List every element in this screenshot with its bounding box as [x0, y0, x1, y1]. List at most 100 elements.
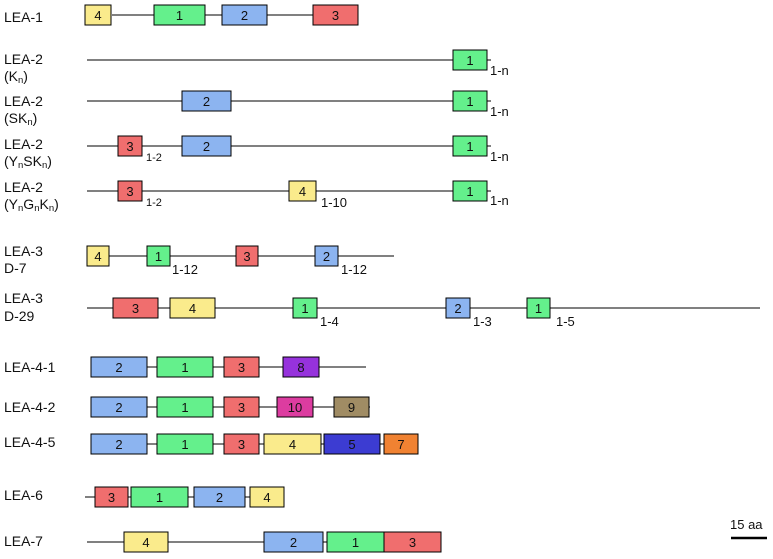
motif-box: [146, 245, 171, 267]
row-label: LEA-4-5: [4, 434, 56, 450]
repeat-annotation: 1-2: [146, 152, 162, 164]
repeat-annotation: 1-10: [321, 195, 347, 210]
repeat-annotation: 1-2: [146, 197, 162, 209]
motif-number: 8: [297, 360, 304, 375]
motif-number: 3: [108, 490, 115, 505]
motif-3: 3: [94, 486, 129, 508]
motif-box: [223, 356, 260, 378]
motif-8: 8: [282, 356, 320, 378]
motif-4: 4: [86, 245, 110, 267]
row-label: (YnSKn): [4, 153, 52, 171]
motif-number: 3: [238, 437, 245, 452]
motif-box: [223, 396, 260, 418]
row-label: LEA-6: [4, 487, 43, 503]
motif-box: [90, 433, 148, 455]
motif-9: 9: [333, 396, 370, 418]
motif-number: 3: [126, 184, 133, 199]
motif-number: 5: [348, 437, 355, 452]
motif-1: 1: [452, 180, 488, 202]
motif-3: 3: [223, 356, 260, 378]
motif-box: [193, 486, 246, 508]
motif-box: [249, 486, 285, 508]
motif-box: [112, 297, 159, 319]
repeat-annotation: 1-5: [556, 314, 575, 329]
motif-number: 1: [466, 53, 473, 68]
motif-number: 1: [352, 535, 359, 550]
motif-number: 1: [181, 437, 188, 452]
motif-box: [169, 297, 216, 319]
motif-number: 1: [181, 360, 188, 375]
motif-number: 4: [189, 301, 196, 316]
motif-box: [235, 245, 259, 267]
row-lea-2-kn: LEA-2(Kn)11-n: [4, 49, 509, 86]
motif-box: [452, 135, 488, 157]
motif-number: 4: [94, 8, 101, 23]
motif-number: 1: [176, 8, 183, 23]
motif-box: [130, 486, 189, 508]
motif-box: [123, 531, 169, 553]
repeat-annotation: 1-n: [490, 104, 509, 119]
motif-box: [263, 433, 322, 455]
motif-number: 1: [535, 301, 542, 316]
repeat-annotation: 1-12: [341, 262, 367, 277]
motif-2: 2: [221, 4, 268, 26]
scale-bar-label: 15 aa: [730, 517, 763, 532]
motif-box: [323, 433, 381, 455]
motif-box: [156, 396, 214, 418]
motif-1: 1: [292, 297, 318, 319]
motif-2: 2: [90, 433, 148, 455]
motif-3: 3: [117, 135, 143, 157]
motif-number: 2: [115, 437, 122, 452]
motif-box: [383, 531, 442, 553]
motif-box: [84, 4, 112, 26]
motif-1: 1: [156, 356, 214, 378]
motif-4: 4: [169, 297, 216, 319]
motif-10: 10: [276, 396, 314, 418]
motif-number: 7: [397, 437, 404, 452]
motif-3: 3: [112, 297, 159, 319]
motif-1: 1: [130, 486, 189, 508]
motif-number: 2: [115, 400, 122, 415]
row-label: LEA-4-1: [4, 359, 56, 375]
motif-1: 1: [452, 135, 488, 157]
motif-number: 3: [243, 249, 250, 264]
motif-box: [90, 356, 148, 378]
motif-number: 4: [142, 535, 149, 550]
motif-2: 2: [314, 245, 339, 267]
motif-box: [312, 4, 359, 26]
motif-box: [153, 4, 206, 26]
motif-2: 2: [90, 396, 148, 418]
motif-3: 3: [383, 531, 442, 553]
motif-1: 1: [326, 531, 385, 553]
motif-3: 3: [312, 4, 359, 26]
row-label: (SKn): [4, 110, 37, 128]
motif-box: [282, 356, 320, 378]
motif-2: 2: [193, 486, 246, 508]
motif-number: 3: [332, 8, 339, 23]
motif-number: 3: [409, 535, 416, 550]
row-label: LEA-2: [4, 136, 43, 152]
motif-2: 2: [263, 531, 324, 553]
row-label: (Kn): [4, 68, 28, 86]
row-label: D-29: [4, 308, 35, 324]
motif-number: 1: [466, 94, 473, 109]
motif-box: [86, 245, 110, 267]
motif-box: [292, 297, 318, 319]
scale-bar: 15 aa: [730, 517, 767, 540]
repeat-annotation: 1-4: [320, 314, 339, 329]
motif-1: 1: [156, 396, 214, 418]
motif-box: [223, 433, 260, 455]
motif-1: 1: [156, 433, 214, 455]
row-label: LEA-3: [4, 243, 43, 259]
motif-4: 4: [123, 531, 169, 553]
motif-1: 1: [153, 4, 206, 26]
motif-number: 2: [290, 535, 297, 550]
motif-number: 1: [466, 139, 473, 154]
motif-number: 10: [288, 400, 302, 415]
motif-number: 2: [115, 360, 122, 375]
